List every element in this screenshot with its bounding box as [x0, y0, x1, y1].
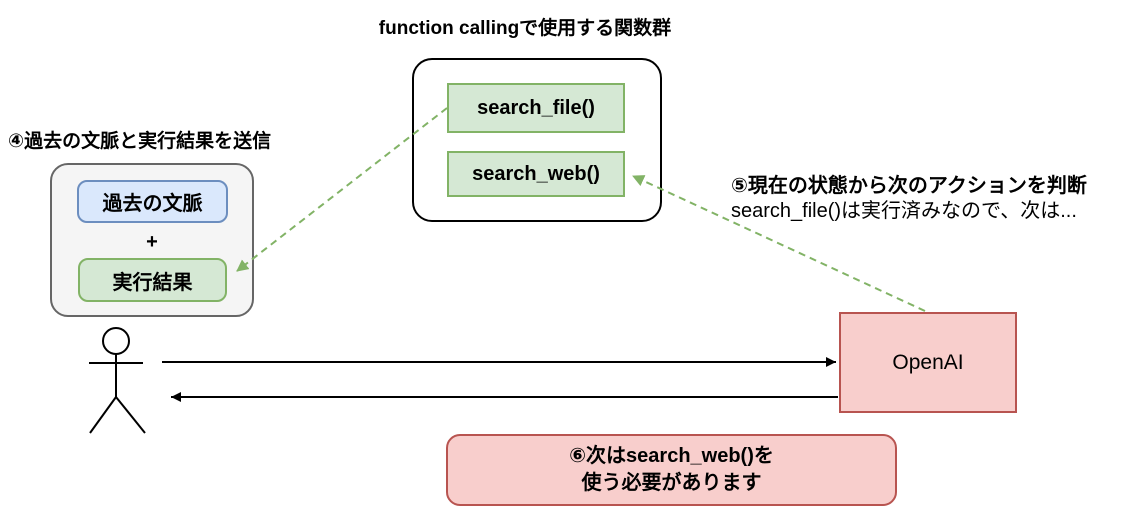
function-box-search-file: search_file() [447, 83, 625, 133]
past-context-box: 過去の文脈 [77, 180, 228, 223]
diagram-title: function callingで使用する関数群 [378, 18, 672, 39]
step6-response-box: ⑥次はsearch_web()を 使う必要があります [446, 434, 897, 506]
function-box-search-web: search_web() [447, 151, 625, 197]
context-panel: 過去の文脈 + 実行結果 [50, 163, 254, 317]
function-group-container: search_file() search_web() [412, 58, 662, 222]
step4-caption: ④過去の文脈と実行結果を送信 [8, 131, 272, 152]
plus-sign: + [146, 231, 158, 253]
openai-box: OpenAI [839, 312, 1017, 413]
user-actor-icon [89, 327, 146, 434]
step6-response-line2: 使う必要があります [581, 472, 762, 494]
step5-annotation-line2: search_file()は実行済みなので、次は... [731, 200, 1077, 222]
step6-response-line1: ⑥次はsearch_web()を [569, 445, 774, 467]
step5-annotation: ⑤現在の状態から次のアクションを判断 search_file()は実行済みなので… [731, 174, 1087, 224]
step5-annotation-line1: ⑤現在の状態から次のアクションを判断 [731, 175, 1087, 197]
execution-result-box: 実行結果 [78, 258, 227, 302]
